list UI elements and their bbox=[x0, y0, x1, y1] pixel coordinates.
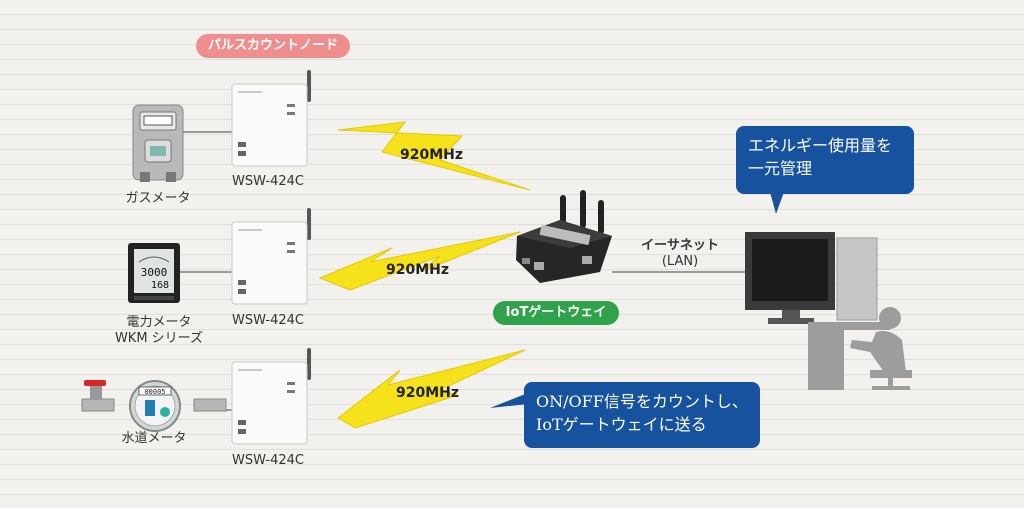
wsw-node-3 bbox=[231, 348, 311, 445]
person-at-desk-icon bbox=[808, 307, 912, 390]
power-meter-reading-bottom: 168 bbox=[151, 280, 169, 291]
lightning-bolt-3 bbox=[337, 349, 526, 429]
monitor-icon bbox=[745, 232, 835, 324]
frequency-label-3: 920MHz bbox=[396, 385, 460, 401]
callout-energy: エネルギー使用量を 一元管理 bbox=[736, 126, 914, 194]
gateway-badge: IoTゲートウェイ bbox=[493, 301, 619, 325]
node-model-label-3: WSW-424C bbox=[232, 453, 305, 468]
iot-gateway-icon bbox=[516, 190, 612, 283]
power-meter-label: 電力メータ WKM シリーズ bbox=[114, 315, 204, 346]
wsw-node-1 bbox=[231, 70, 311, 167]
gas-meter-icon bbox=[132, 104, 184, 182]
frequency-label-1: 920MHz bbox=[400, 147, 464, 163]
lightning-bolt-1 bbox=[337, 121, 531, 191]
water-meter-label: 水道メータ bbox=[121, 431, 187, 446]
node-badge: パルスカウントノード bbox=[196, 34, 350, 58]
lightning-bolt-2 bbox=[318, 231, 521, 291]
pc-tower-icon bbox=[836, 237, 878, 321]
lan-label: (LAN) bbox=[661, 254, 699, 269]
node-model-label-2: WSW-424C bbox=[232, 313, 305, 328]
frequency-label-2: 920MHz bbox=[386, 262, 450, 278]
power-meter-reading-top: 3000 bbox=[141, 266, 168, 279]
callout-count: ON/OFF信号をカウントし、 IoTゲートウェイに送る bbox=[524, 382, 760, 448]
wsw-node-2 bbox=[231, 208, 311, 305]
water-meter-reading: 00005 bbox=[144, 388, 165, 396]
ethernet-label: イーサネット bbox=[641, 238, 719, 253]
callout-energy-tail bbox=[770, 192, 784, 214]
water-meter-icon: 00005 bbox=[81, 380, 227, 432]
gas-meter-label: ガスメータ bbox=[125, 191, 191, 206]
power-meter-icon: 3000 168 bbox=[128, 243, 180, 303]
node-model-label-1: WSW-424C bbox=[232, 174, 305, 189]
